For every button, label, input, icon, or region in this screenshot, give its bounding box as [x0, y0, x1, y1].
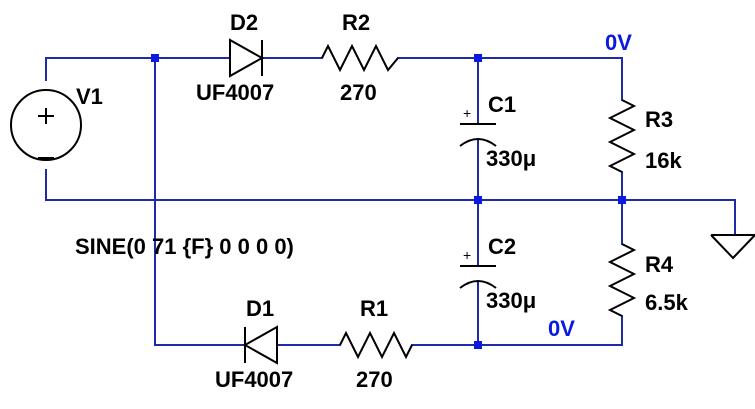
- r4-value-label: 6.5k: [645, 290, 689, 315]
- v1-body: [10, 89, 82, 161]
- r1-value-label: 270: [356, 367, 393, 392]
- r4-resistor[interactable]: [607, 243, 637, 317]
- v1-plus-icon: [38, 108, 54, 124]
- node-c2-bottom: [474, 341, 482, 349]
- ground-icon: [710, 234, 755, 260]
- d2-name-label: D2: [230, 10, 258, 35]
- c2-capacitor[interactable]: +: [459, 247, 497, 289]
- r3-value-label: 16k: [645, 148, 682, 173]
- r3-name-label: R3: [645, 107, 673, 132]
- node-middle-c: [474, 196, 482, 204]
- c2-value-label: 330μ: [486, 288, 536, 313]
- node-c1-top: [474, 54, 482, 62]
- r3-resistor[interactable]: [607, 99, 637, 173]
- d1-value-label: UF4007: [215, 367, 293, 392]
- d2-body: [229, 38, 265, 78]
- r4-name-label: R4: [645, 252, 674, 277]
- wires: [45, 57, 736, 346]
- wire-v1-top: [45, 57, 231, 81]
- r4-zigzag: [607, 243, 637, 317]
- v1-value-label: SINE(0 71 {F} 0 0 0 0): [75, 234, 294, 259]
- r3-zigzag: [607, 99, 637, 173]
- v1-name-label: V1: [76, 84, 103, 109]
- d2-diode[interactable]: [229, 38, 265, 78]
- node-middle-r: [618, 196, 626, 204]
- net-label-bottom-0v: 0V: [548, 316, 575, 341]
- wire-r4-bottom: [477, 315, 623, 346]
- c2-name-label: C2: [488, 234, 516, 259]
- d1-diode[interactable]: [242, 325, 278, 365]
- r2-resistor[interactable]: [321, 43, 399, 73]
- d1-body: [242, 325, 278, 365]
- wire-left-vertical: [154, 57, 245, 346]
- net-label-top-0v: 0V: [605, 30, 632, 55]
- r2-value-label: 270: [340, 80, 377, 105]
- wire-middle-rail: [45, 169, 736, 236]
- d2-value-label: UF4007: [196, 80, 274, 105]
- c1-plate-bottom: [459, 138, 497, 147]
- c2-plate-bottom: [459, 280, 497, 289]
- v1-voltage-source[interactable]: [10, 89, 82, 161]
- d1-name-label: D1: [246, 296, 274, 321]
- r1-name-label: R1: [360, 296, 388, 321]
- ground-symbol: [710, 234, 755, 260]
- junction-nodes: [151, 54, 626, 349]
- c1-capacitor[interactable]: +: [459, 105, 497, 147]
- c1-value-label: 330μ: [486, 146, 536, 171]
- r2-zigzag: [321, 43, 399, 73]
- r1-resistor[interactable]: [339, 330, 413, 360]
- c1-polarity-plus: +: [463, 105, 471, 121]
- wire-r2-c1: [397, 57, 623, 101]
- node-top-left: [151, 54, 159, 62]
- c2-polarity-plus: +: [463, 247, 471, 263]
- c1-name-label: C1: [488, 92, 516, 117]
- r2-name-label: R2: [342, 10, 370, 35]
- r1-zigzag: [339, 330, 413, 360]
